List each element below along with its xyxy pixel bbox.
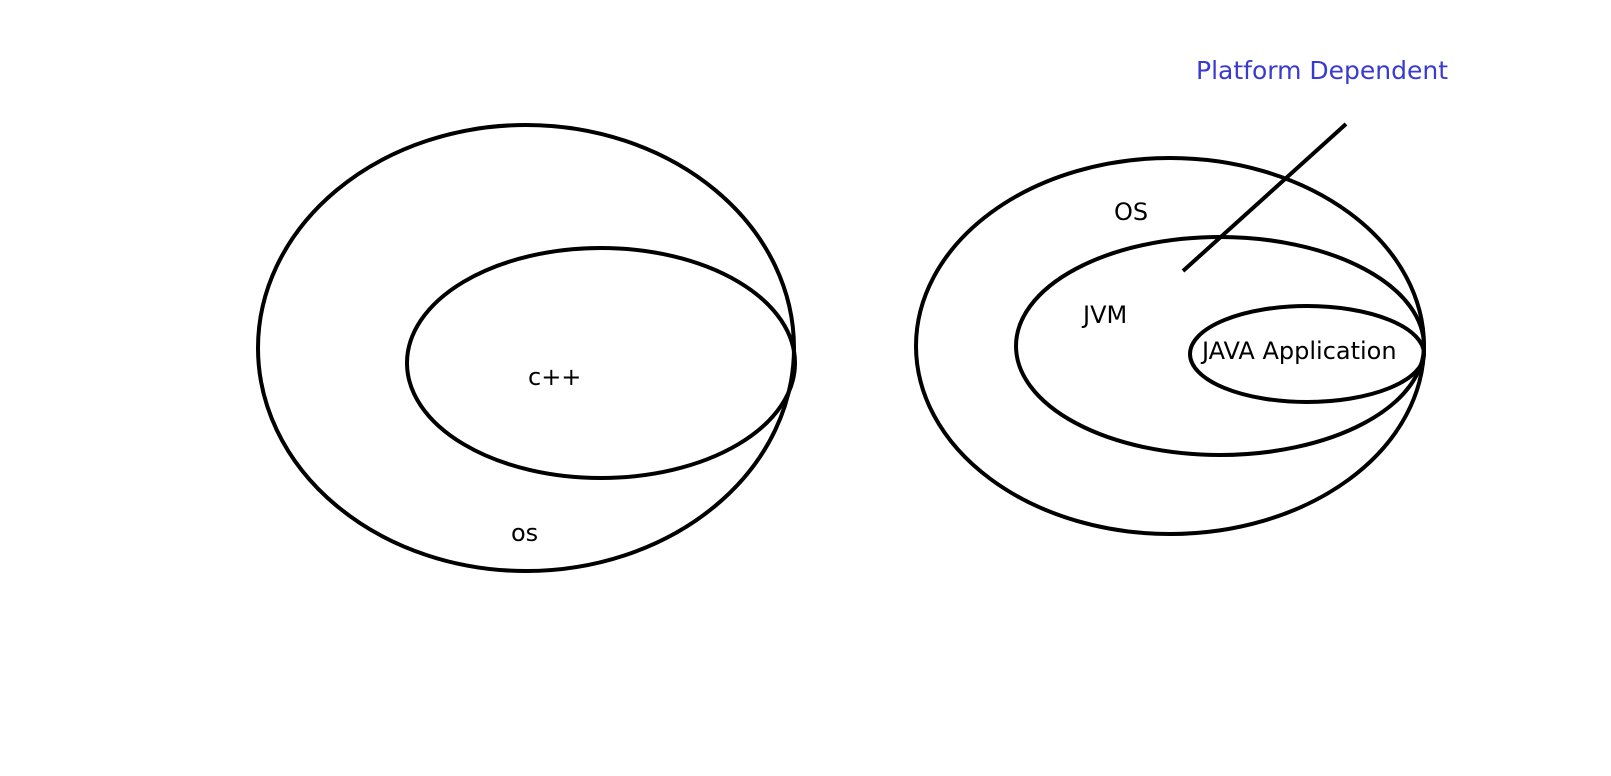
platform-dependent-callout: Platform Dependent xyxy=(1181,56,1448,273)
right-os-label: OS xyxy=(1114,198,1148,226)
java-on-jvm-on-os-group: OS JVM JAVA Application xyxy=(914,156,1426,536)
left-cpp-ellipse xyxy=(405,246,797,480)
right-java-app-label: JAVA Application xyxy=(1200,337,1397,365)
left-cpp-label: c++ xyxy=(528,363,581,391)
left-os-label: os xyxy=(511,519,538,547)
left-os-ellipse xyxy=(256,123,796,573)
cpp-on-os-group: c++ os xyxy=(256,123,797,573)
right-java-app-ellipse xyxy=(1188,304,1426,404)
right-jvm-label: JVM xyxy=(1081,301,1127,329)
callout-label: Platform Dependent xyxy=(1196,56,1448,85)
callout-pointer-line xyxy=(1181,122,1348,273)
